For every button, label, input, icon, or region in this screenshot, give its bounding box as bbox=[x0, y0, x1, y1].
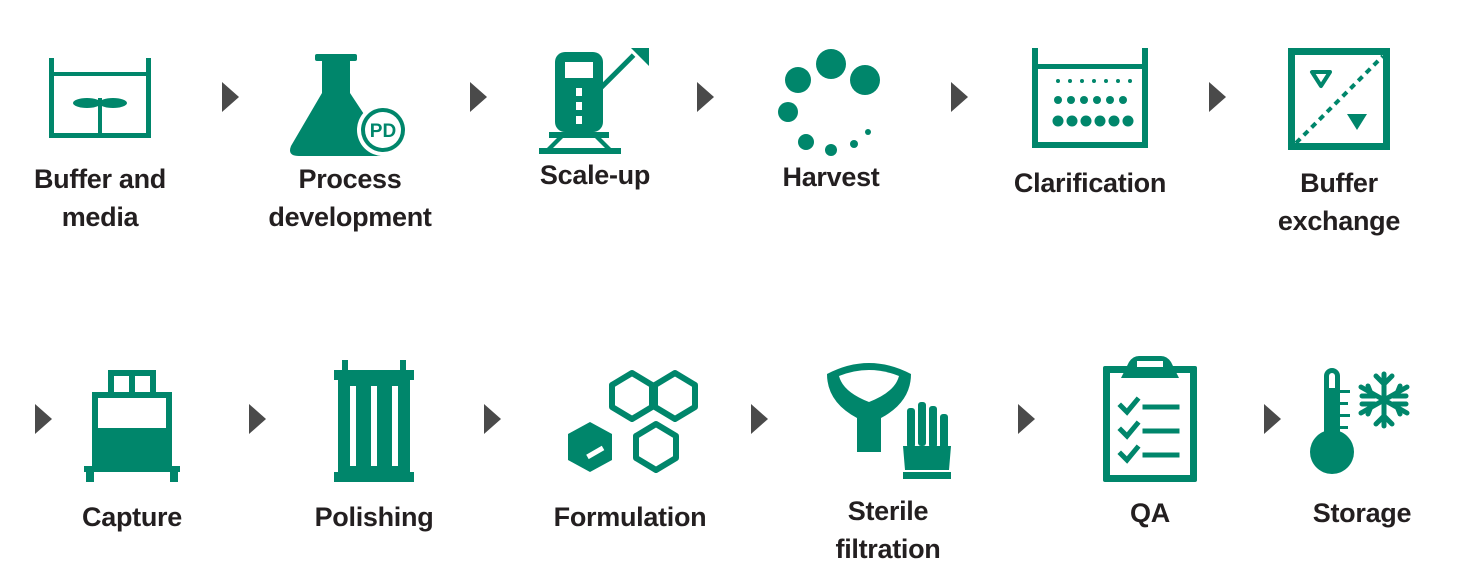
step-label: Buffer and media bbox=[33, 164, 166, 232]
step-label: Formulation bbox=[553, 502, 707, 532]
flow-arrow-icon bbox=[1264, 404, 1281, 434]
step-scale-up: Scale-up bbox=[495, 44, 695, 194]
chromatography-system-icon bbox=[84, 370, 180, 482]
step-label: Clarification bbox=[1013, 168, 1167, 198]
pd-badge-text: PD bbox=[370, 121, 396, 142]
step-formulation: Formulation bbox=[530, 368, 730, 536]
flow-arrow-icon bbox=[951, 82, 968, 112]
step-label: Harvest bbox=[782, 162, 880, 192]
step-process-development: PD Process development bbox=[250, 48, 450, 236]
step-label: Capture bbox=[82, 502, 182, 532]
flow-arrow-icon bbox=[751, 404, 768, 434]
step-qa: QA bbox=[1050, 356, 1250, 532]
step-buffer-and-media: Buffer and media bbox=[0, 48, 200, 236]
bioreactor-scale-up-icon bbox=[539, 48, 649, 154]
step-label: Storage bbox=[1312, 498, 1412, 528]
step-polishing: Polishing bbox=[274, 360, 474, 536]
thermometer-snowflake-icon bbox=[1310, 368, 1410, 474]
flow-arrow-icon bbox=[1018, 404, 1035, 434]
flow-arrow-icon bbox=[697, 82, 714, 112]
step-label: QA bbox=[1130, 498, 1170, 528]
step-label: Polishing bbox=[314, 502, 434, 532]
dots-spinner-icon bbox=[778, 49, 880, 156]
tff-cassette-icon bbox=[1288, 48, 1390, 150]
step-sterile-filtration: Sterile filtration bbox=[788, 358, 988, 568]
step-harvest: Harvest bbox=[731, 46, 931, 196]
flow-arrow-icon bbox=[249, 404, 266, 434]
clipboard-checklist-icon bbox=[1103, 356, 1197, 482]
step-label: Sterile filtration bbox=[835, 496, 941, 564]
step-label: Process development bbox=[268, 164, 432, 232]
flow-arrow-icon bbox=[35, 404, 52, 434]
flow-arrow-icon bbox=[222, 82, 239, 112]
step-label: Buffer exchange bbox=[1277, 168, 1401, 236]
flow-arrow-icon bbox=[1209, 82, 1226, 112]
flow-arrow-icon bbox=[484, 404, 501, 434]
step-label: Scale-up bbox=[539, 160, 651, 190]
flow-arrow-icon bbox=[470, 82, 487, 112]
funnel-glove-icon bbox=[827, 363, 951, 479]
column-icon bbox=[334, 360, 414, 482]
step-storage: Storage bbox=[1262, 368, 1459, 532]
step-clarification: Clarification bbox=[990, 48, 1190, 202]
step-buffer-exchange: Buffer exchange bbox=[1239, 48, 1439, 240]
depth-filter-icon bbox=[1032, 48, 1148, 148]
flask-pd-icon: PD bbox=[290, 54, 409, 156]
step-capture: Capture bbox=[32, 370, 232, 536]
hexagons-icon bbox=[568, 370, 698, 473]
mixing-tank-icon bbox=[49, 58, 151, 138]
